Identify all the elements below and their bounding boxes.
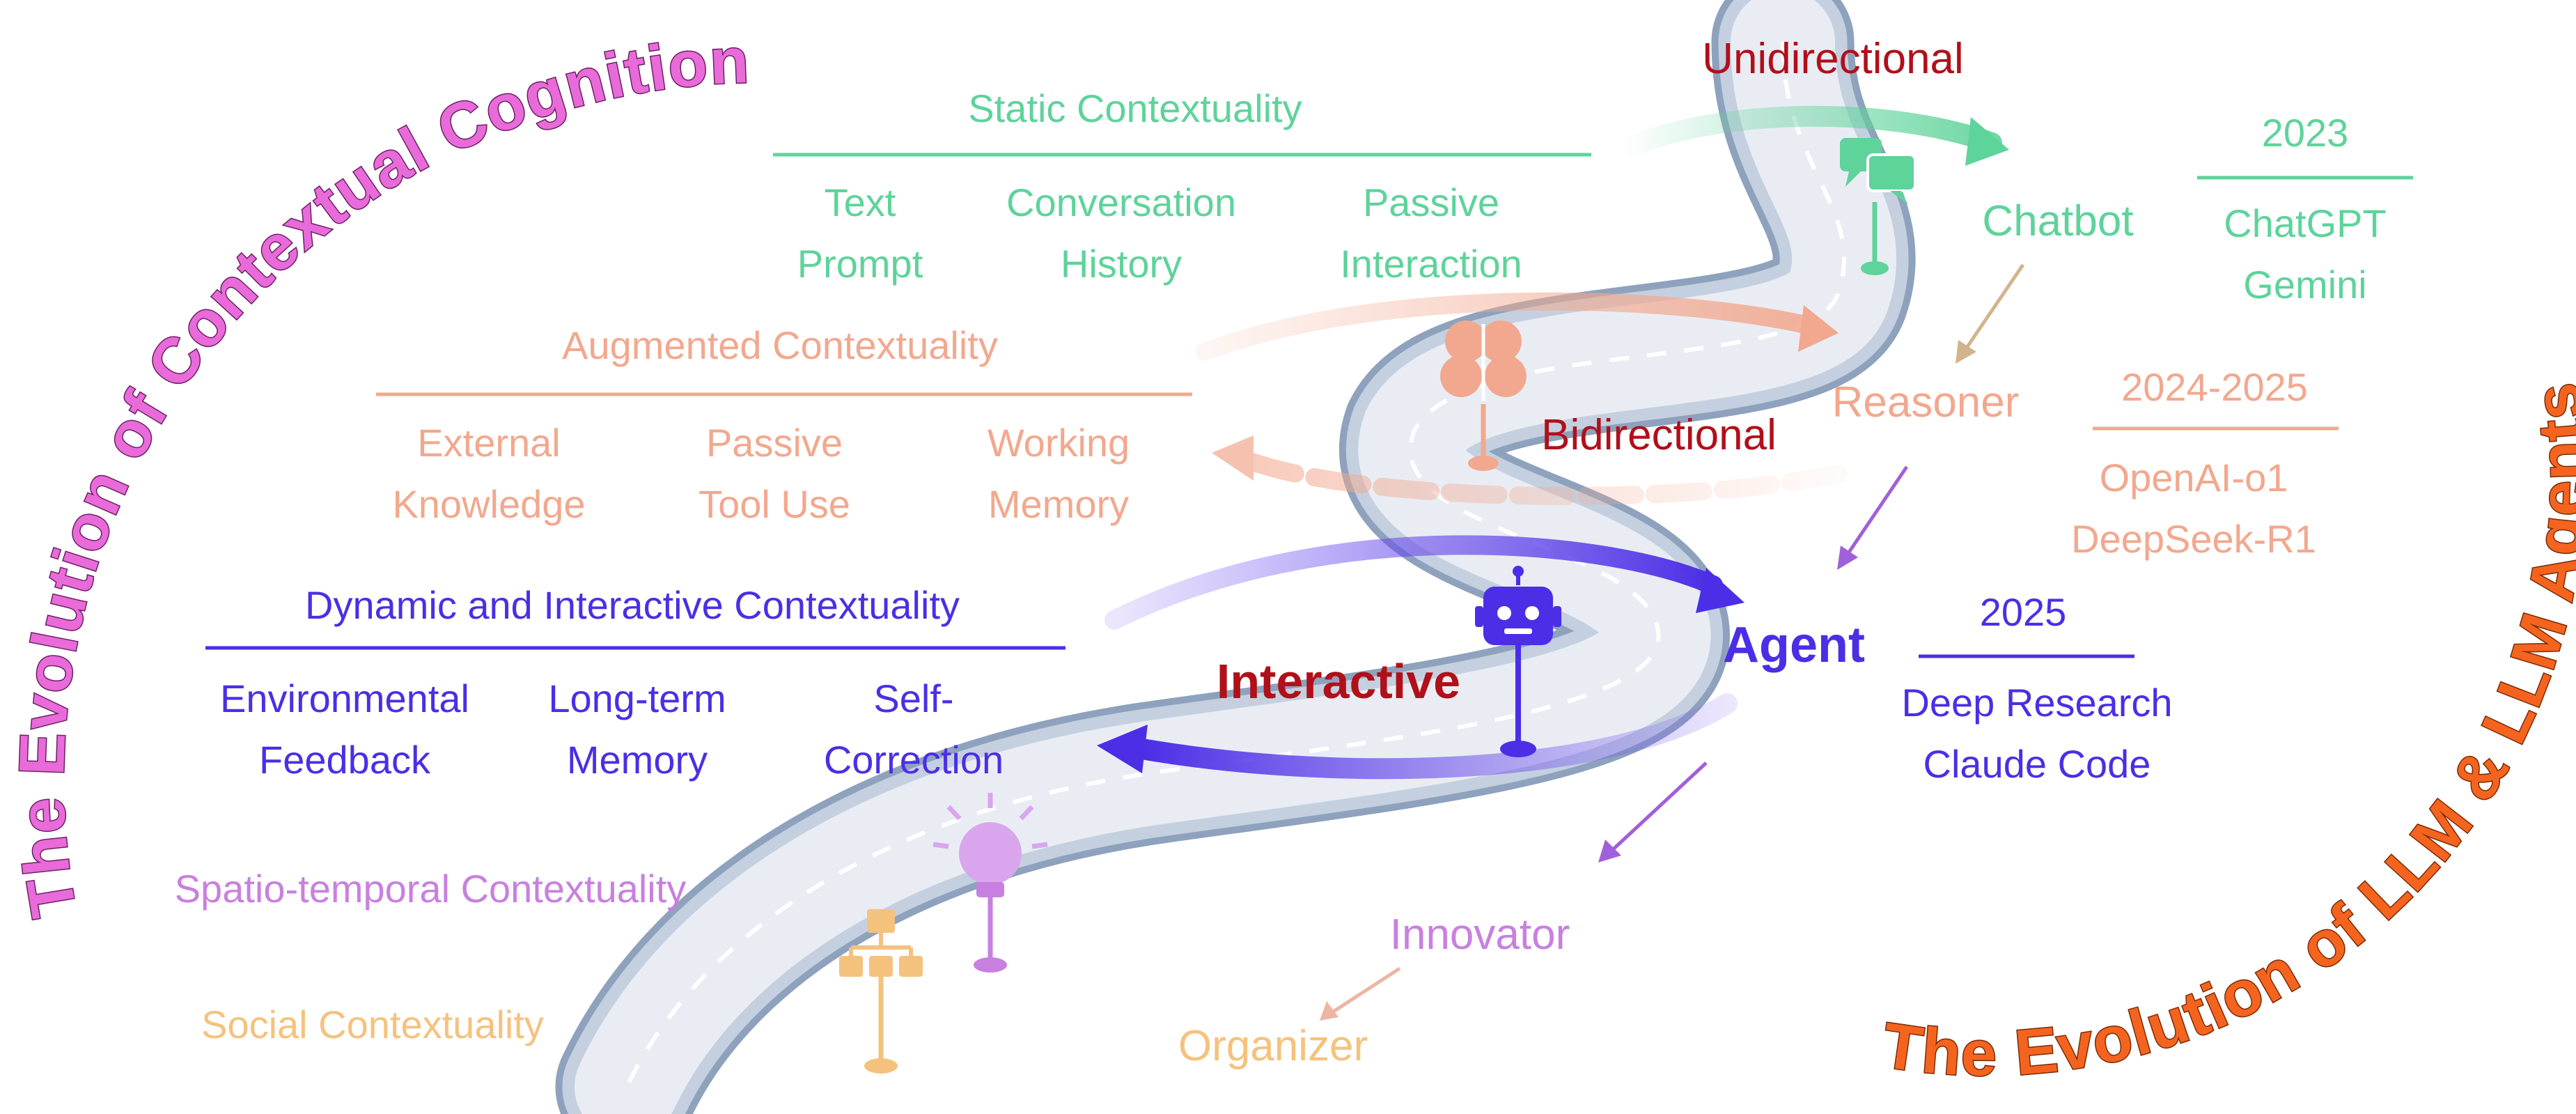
interactive-arrow-back [1097,693,1738,780]
chat-bubbles-icon [1840,138,1917,275]
stage-agent: Agent [1723,617,1865,673]
timeline-2023: 2023 ChatGPT Gemini [2197,111,2413,307]
augmented-item-3-line2: Memory [988,482,1129,526]
timeline-year: 2023 [2262,111,2349,155]
bidirectional-arrow-back [1212,435,1848,506]
dynamic-item-1-line2: Feedback [259,738,431,782]
timeline-model: Claude Code [1923,742,2151,786]
brain-icon [1440,320,1527,471]
static-contextuality-title: Static Contextuality [968,86,1302,130]
social-contextuality: Social Contextuality [201,1003,544,1046]
lightbulb-icon [932,793,1048,973]
static-item-1-line2: Prompt [797,242,923,286]
static-contextuality-block: Static Contextuality Text Prompt Convers… [773,86,1591,286]
static-item-3-line1: Passive [1363,180,1499,224]
spatio-temporal-contextuality: Spatio-temporal Contextuality [175,867,687,911]
bidirectional-label: Bidirectional [1541,411,1777,459]
timeline-model: DeepSeek-R1 [2071,517,2316,561]
dynamic-item-3-line1: Self- [873,676,953,720]
dynamic-item-2-line1: Long-term [548,676,726,720]
timeline-2025: 2025 Deep Research Claude Code [1901,590,2172,786]
dynamic-contextuality-block: Dynamic and Interactive Contextuality En… [205,583,1065,782]
agent-to-innovator-arrow [1598,761,1708,862]
unidirectional-label: Unidirectional [1702,35,1964,83]
dynamic-item-3-line2: Correction [824,738,1004,782]
dynamic-item-1-line1: Environmental [220,676,469,720]
augmented-item-1-line2: Knowledge [392,482,585,526]
stage-innovator: Innovator [1390,911,1570,959]
augmented-contextuality-block: Augmented Contextuality External Knowled… [376,323,1192,526]
augmented-item-1-line1: External [417,421,560,465]
left-arc-title: The Evolution of Contextual Cognition [6,25,751,922]
stage-organizer: Organizer [1178,1022,1368,1070]
chatbot-to-reasoner-arrow [1956,263,2025,364]
dynamic-item-2-line2: Memory [567,738,708,782]
static-item-3-line2: Interaction [1340,242,1522,286]
timeline-year: 2024-2025 [2121,365,2308,409]
timeline-model: Deep Research [1901,681,2172,725]
unidirectional-arrow [1612,105,2009,166]
interactive-label: Interactive [1217,654,1460,709]
stage-chatbot: Chatbot [1982,197,2133,245]
dynamic-contextuality-title: Dynamic and Interactive Contextuality [305,583,960,627]
winding-road [555,0,1916,1114]
timeline-model: OpenAI-o1 [2100,456,2288,500]
robot-icon [1475,566,1561,757]
timeline-2024-2025: 2024-2025 OpenAI-o1 DeepSeek-R1 [2071,365,2339,561]
bidirectional-arrow-forward [1196,292,1839,361]
static-item-2-line2: History [1061,242,1182,286]
reasoner-to-agent-arrow [1837,465,1909,570]
timeline-year: 2025 [1980,590,2067,634]
hierarchy-icon [839,909,923,1074]
static-item-1-line1: Text [825,180,896,224]
static-item-2-line1: Conversation [1006,180,1236,224]
augmented-item-2-line1: Passive [706,421,843,465]
timeline-model: Gemini [2243,263,2366,307]
augmented-item-3-line1: Working [988,421,1130,465]
augmented-contextuality-title: Augmented Contextuality [562,323,998,367]
timeline-model: ChatGPT [2224,201,2386,245]
augmented-item-2-line2: Tool Use [698,482,850,526]
innovator-to-organizer-arrow [1320,966,1401,1021]
interactive-arrow-forward [1104,535,1744,630]
stage-reasoner: Reasoner [1832,378,2020,426]
